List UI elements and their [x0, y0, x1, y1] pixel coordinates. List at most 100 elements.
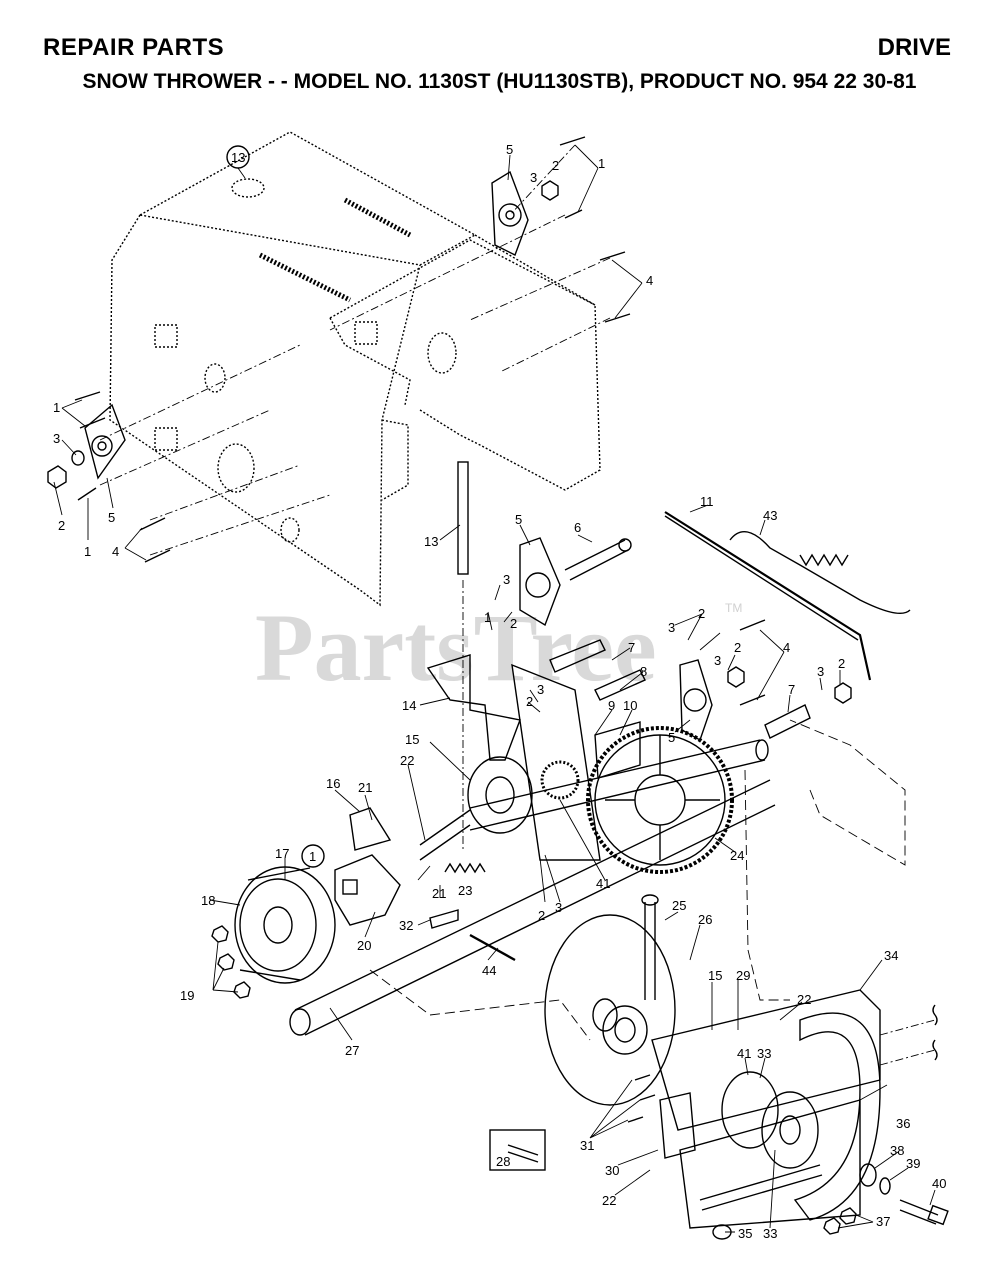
callout-5-top: 5 [506, 142, 513, 157]
centerlines-top [329, 144, 611, 373]
callout-21-upper: 21 [358, 780, 372, 795]
housing-hole-right [427, 332, 457, 374]
callout-2-top: 2 [552, 158, 559, 173]
bearing-flange-right [679, 659, 713, 742]
housing-tab [381, 419, 409, 501]
nut-top [541, 180, 559, 201]
hex-shaft-27 [294, 779, 776, 1036]
callout-9: 9 [608, 698, 615, 713]
bolts-31 [627, 1074, 656, 1123]
callout-25: 25 [672, 898, 686, 913]
spacer-7b [764, 704, 811, 739]
callout-4-left: 4 [112, 544, 119, 559]
callout-37: 37 [876, 1214, 890, 1229]
break-marks [932, 1004, 938, 1061]
callout-40: 40 [932, 1176, 946, 1191]
spring-43-coils [799, 553, 849, 567]
callout-3-top: 3 [530, 170, 537, 185]
callout-circle-1 [301, 844, 325, 868]
friction-wheel-bore [614, 1017, 636, 1043]
bearing-center [525, 572, 551, 598]
drawing-lines [47, 131, 949, 1240]
callout-41-upper: 41 [596, 876, 610, 891]
housing-bracket [329, 317, 411, 406]
callout-6: 6 [574, 520, 581, 535]
callout-3-gearbox: 3 [537, 682, 544, 697]
gear-24-teeth [586, 726, 734, 874]
callout-2-lower: 2 [538, 908, 545, 923]
housing-top [137, 131, 477, 266]
nut-right [727, 666, 745, 688]
callout-5-right: 5 [668, 730, 675, 745]
watermark-tm: TM [725, 601, 742, 615]
rod-11 [664, 511, 872, 681]
callout-11: 11 [700, 494, 714, 509]
callout-leaders [53, 144, 936, 1233]
housing-left-wall [109, 214, 421, 607]
spring-23 [444, 862, 486, 874]
bearing-left [91, 435, 113, 457]
bearing-flange-center [519, 537, 561, 627]
callout-3-right-c: 3 [817, 664, 824, 679]
pin-6-head [618, 538, 632, 552]
washer-left [71, 450, 85, 466]
pulley-17-inner [239, 878, 317, 972]
callout-26: 26 [698, 912, 712, 927]
callout-circle-13 [226, 145, 250, 169]
pulley-33a [721, 1071, 779, 1149]
callout-28: 28 [496, 1154, 510, 1169]
friction-disc-hub [592, 998, 618, 1032]
belt-guard-36 [793, 1012, 881, 1221]
callout-10: 10 [623, 698, 637, 713]
housing-slot-b [154, 427, 178, 451]
nut-37a [823, 1217, 841, 1235]
pin-6 [564, 539, 629, 581]
shaft-25-head [641, 894, 659, 906]
callout-22-lower-b: 22 [602, 1193, 616, 1208]
callout-24: 24 [730, 848, 744, 863]
callout-22-upper: 22 [400, 753, 414, 768]
pulley-17-flange [239, 867, 311, 981]
callout-17: 17 [275, 846, 289, 861]
callout-43: 43 [763, 508, 777, 523]
axle-22 [419, 809, 471, 861]
bracket-14 [426, 654, 521, 761]
bearing-flange-top [491, 170, 529, 256]
bearing-left-bore [97, 441, 107, 451]
nut-37b [839, 1207, 857, 1225]
callout-30: 30 [605, 1163, 619, 1178]
bracket-16 [349, 807, 392, 851]
callout-13-mid: 13 [424, 534, 438, 549]
callout-29: 29 [736, 968, 750, 983]
centerlines-lower-right [879, 1019, 936, 1066]
plate-lower [679, 1099, 861, 1229]
shaft-main [469, 739, 766, 831]
gearbox-plate [511, 663, 601, 861]
callout-39: 39 [906, 1156, 920, 1171]
callout-18: 18 [201, 893, 215, 908]
shaft-25 [644, 902, 656, 1000]
callout-1-top: 1 [598, 156, 605, 171]
callout-7-right: 7 [788, 682, 795, 697]
bolts-top-4 [599, 251, 631, 323]
bearing-top [498, 203, 522, 227]
callout-15-upper: 15 [405, 732, 419, 747]
leader-lower [369, 969, 591, 1041]
callout-41-lower: 41 [737, 1046, 751, 1061]
callout-2-left: 2 [58, 518, 65, 533]
friction-hub-15 [467, 756, 533, 834]
rod-11-edge [664, 515, 859, 641]
friction-wheel-15b [602, 1005, 648, 1055]
callout-14: 14 [402, 698, 416, 713]
callout-1-circled: 1 [309, 849, 316, 864]
section-title: DRIVE [877, 34, 951, 61]
spacer-8 [594, 669, 646, 701]
bolts-top [559, 136, 586, 219]
pulley-17-hub [263, 906, 293, 944]
callout-32: 32 [399, 918, 413, 933]
callout-labels: 13 5 1 2 3 4 1 3 2 1 5 4 13 5 6 3 2 1 11… [53, 142, 946, 1241]
watermark-text: PartsTree [255, 594, 657, 701]
callout-23: 23 [458, 883, 472, 898]
callout-1-left-b: 1 [84, 544, 91, 559]
